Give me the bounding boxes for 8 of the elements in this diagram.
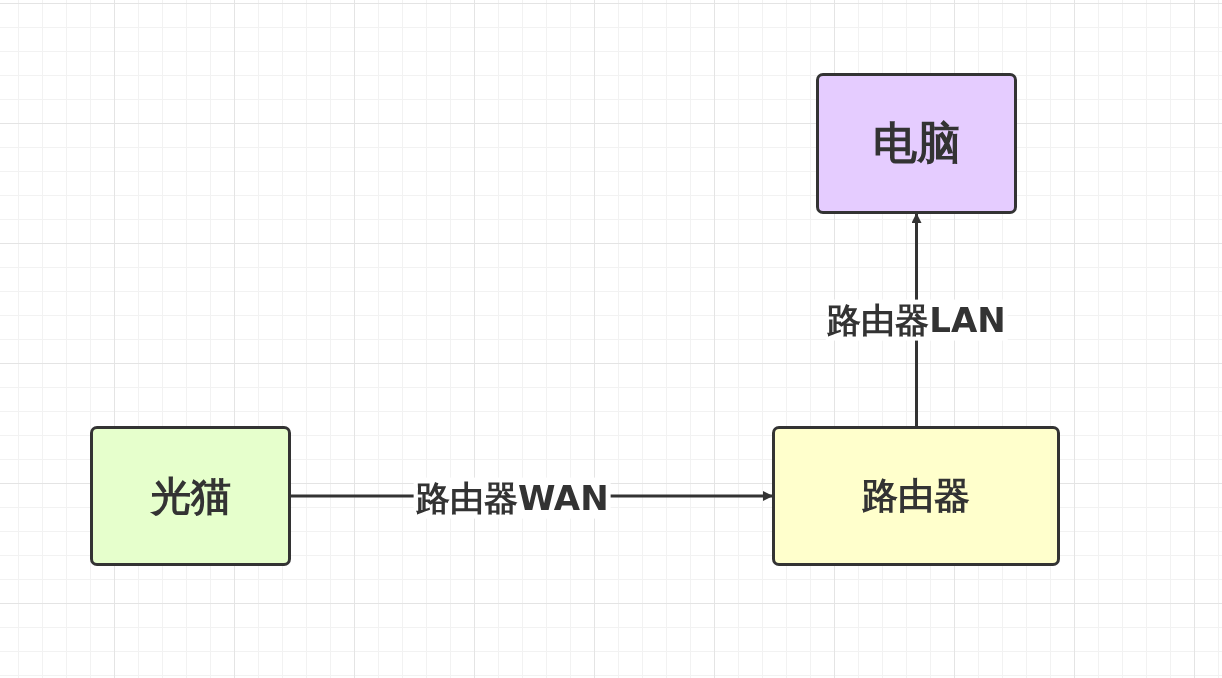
process-box [772, 426, 1060, 566]
node-label: 光猫 [150, 471, 231, 521]
process-box [90, 426, 291, 566]
node-label: 路由器 [862, 473, 970, 518]
process-box [816, 73, 1017, 214]
edge-label: 路由器LAN [825, 299, 1008, 341]
edge-label: 路由器WAN [413, 477, 611, 519]
node-label: 电脑 [872, 116, 961, 170]
